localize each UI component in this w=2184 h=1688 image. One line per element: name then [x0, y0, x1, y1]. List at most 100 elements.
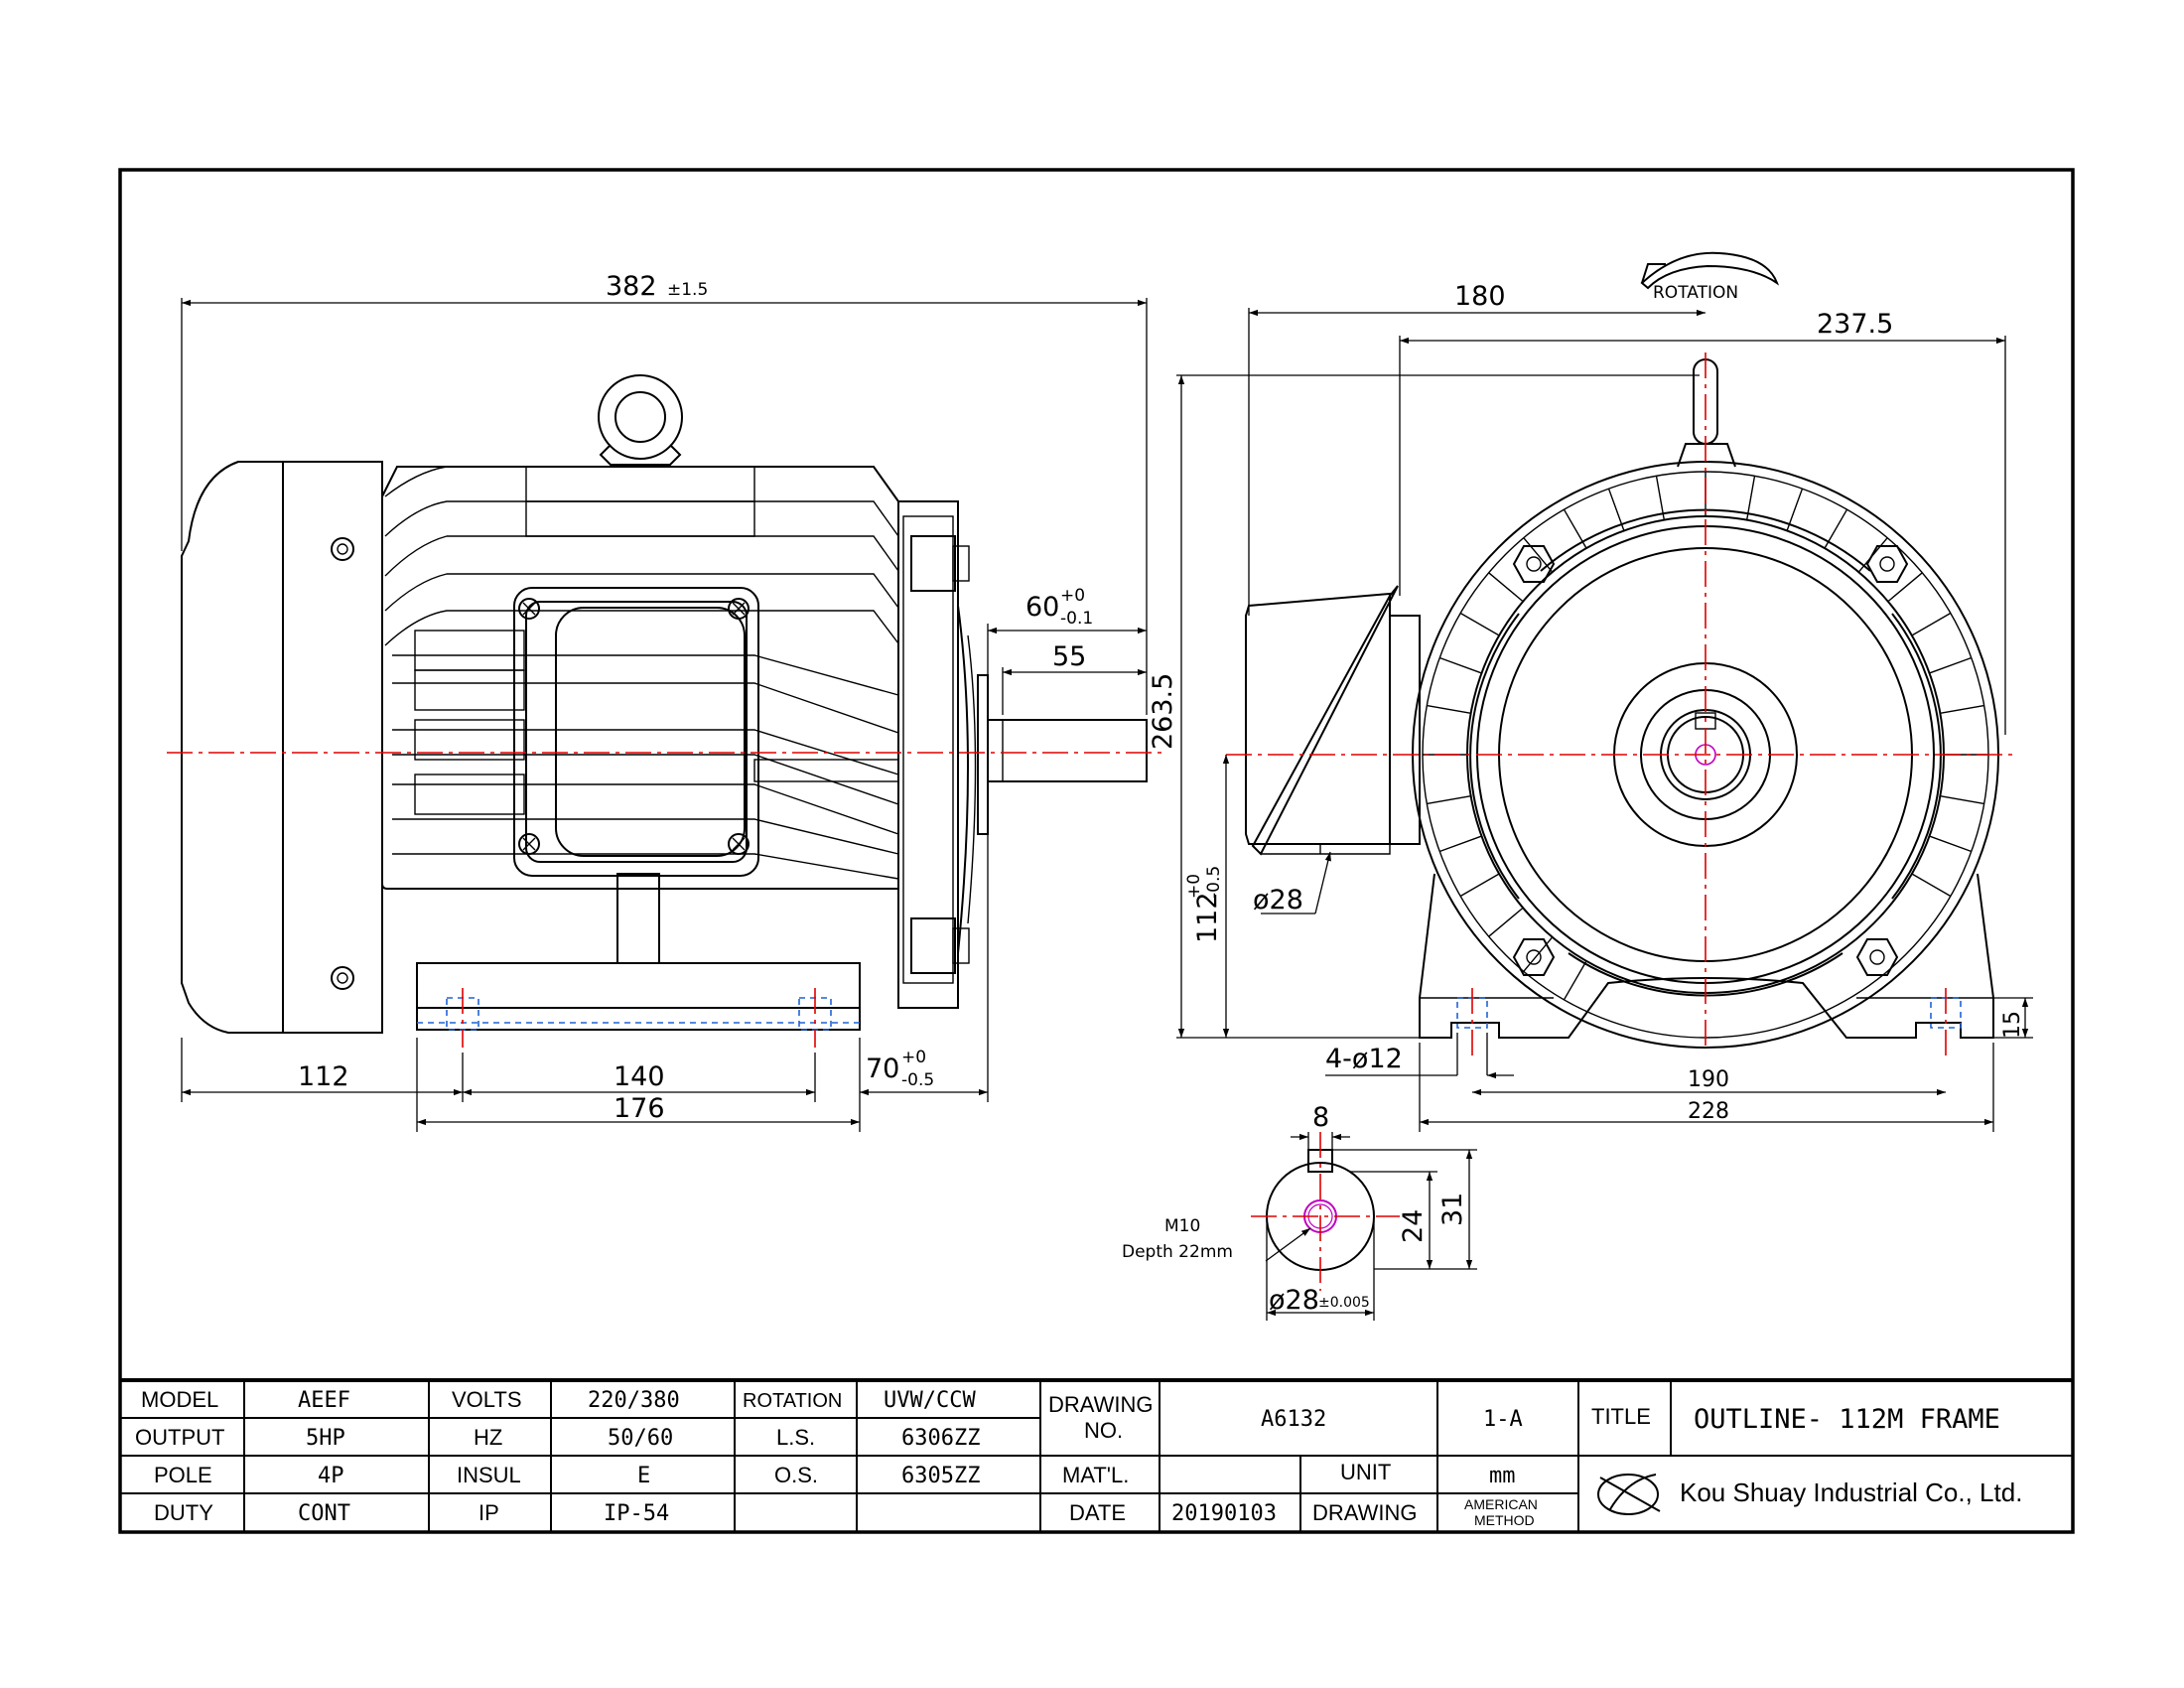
cooling-fin	[1523, 936, 1554, 972]
dim-shaft-height-tol-upper: +0	[1184, 874, 1204, 899]
cooling-fin	[1911, 612, 1952, 636]
dim-shaft-diameter: ø28	[1269, 1285, 1319, 1316]
terminal-box-screw-icon	[728, 598, 750, 620]
dim-conduit-diameter: ø28	[1253, 885, 1303, 915]
tb-volts-label: VOLTS	[452, 1387, 522, 1412]
cooling-fin	[1438, 835, 1482, 853]
dim-shaft-key: 55	[1052, 641, 1086, 672]
side-view	[167, 374, 1161, 1048]
cooling-fin	[1438, 656, 1482, 674]
tb-pole-label: POLE	[154, 1463, 212, 1487]
fan-cover-bolt-icon	[331, 966, 354, 990]
dim-key-width: 8	[1312, 1102, 1329, 1133]
dim-fan-end: 112	[298, 1061, 349, 1092]
fan-cover-bolt-icon	[331, 537, 354, 561]
cooling-fin	[1427, 704, 1471, 715]
rotation-arrow-icon	[1640, 251, 1780, 290]
tb-os-label: O.S.	[774, 1463, 818, 1487]
dim-key-depth: 24	[1398, 1209, 1429, 1243]
end-bolt-icon	[1865, 545, 1909, 583]
cooling-fin	[1488, 907, 1524, 937]
dim-shaft-height-tol-lower: -0.5	[1204, 866, 1224, 899]
sheet-border	[118, 168, 2075, 1534]
tb-title: OUTLINE- 112M FRAME	[1694, 1404, 2000, 1435]
dim-foot-hole-spacing: 190	[1688, 1067, 1729, 1092]
cooling-fin	[1427, 794, 1471, 805]
thread-depth: Depth 22mm	[1122, 1242, 1233, 1262]
tb-pole: 4P	[318, 1464, 344, 1488]
tb-company: Kou Shuay Industrial Co., Ltd.	[1680, 1477, 2022, 1507]
thread-size: M10	[1164, 1216, 1200, 1236]
dimension-labels: 382 ±1.5 60 +0 -0.1 55 263.5 112 +0 -0.5…	[298, 271, 2025, 1316]
dim-foot-width: 228	[1688, 1099, 1729, 1124]
tb-rotation: UVW/CCW	[884, 1388, 976, 1413]
dim-shaft-total-tol-upper: +0	[1060, 586, 1085, 606]
dim-overall-length: 382	[606, 271, 657, 302]
cooling-fin	[1488, 572, 1524, 603]
tb-volts: 220/380	[588, 1388, 680, 1413]
cooling-fin	[1929, 835, 1973, 853]
tb-ip: IP-54	[604, 1501, 669, 1526]
tb-drawing-no-label-2: NO.	[1084, 1418, 1123, 1443]
end-bolt-icon	[1512, 545, 1556, 583]
tb-output-label: OUTPUT	[135, 1425, 224, 1450]
end-view: ROTATION	[1226, 251, 2015, 1057]
dim-shaft-shoulder-tol-lower: -0.5	[901, 1070, 934, 1090]
tb-ip-label: IP	[478, 1500, 499, 1525]
rotation-label: ROTATION	[1653, 283, 1738, 303]
tb-material-label: MAT'L.	[1062, 1463, 1129, 1487]
end-bolt-icon	[1855, 938, 1899, 976]
title-block: MODEL AEEF VOLTS 220/380 ROTATION UVW/CC…	[120, 1378, 2073, 1532]
dimension-lines	[181, 298, 2033, 1321]
tb-duty: CONT	[298, 1501, 350, 1526]
company-logo-icon	[1597, 1474, 1661, 1515]
cooling-fin	[1911, 873, 1952, 898]
dim-foot-spacing: 140	[614, 1061, 665, 1092]
dim-terminal-box-offset: 180	[1454, 281, 1506, 312]
shaft-section-view	[1251, 1132, 1400, 1291]
dim-total-height: 263.5	[1148, 673, 1178, 750]
dim-terminal-box-width: 237.5	[1817, 309, 1893, 340]
cooling-fin	[1887, 572, 1923, 603]
lifting-eye-bolt-icon	[598, 374, 683, 466]
dim-shaft-height: 112	[1192, 892, 1223, 943]
cooling-fin	[1929, 656, 1973, 674]
dim-shaft-key-height: 31	[1437, 1193, 1468, 1226]
cooling-fin	[1940, 704, 1984, 715]
tb-os: 6305ZZ	[901, 1464, 980, 1488]
tb-date-label: DATE	[1069, 1500, 1126, 1525]
tb-date: 20190103	[1171, 1501, 1277, 1526]
tb-unit: mm	[1489, 1464, 1516, 1488]
tb-method-2: METHOD	[1474, 1512, 1535, 1528]
terminal-box-screw-icon	[518, 833, 540, 855]
dim-shaft-shoulder: 70	[866, 1054, 899, 1084]
cooling-fin	[1563, 960, 1587, 1001]
terminal-box-screw-icon	[518, 598, 540, 620]
dim-shaft-total: 60	[1025, 592, 1059, 623]
tb-ls: 6306ZZ	[901, 1426, 980, 1451]
dim-shaft-diameter-tol: ±0.005	[1318, 1295, 1370, 1311]
cooling-fin	[1940, 794, 1984, 805]
tb-drawing-no: A6132	[1261, 1407, 1326, 1432]
tb-duty-label: DUTY	[154, 1500, 213, 1525]
tb-hz: 50/60	[608, 1426, 673, 1451]
tb-insul-label: INSUL	[457, 1463, 521, 1487]
tb-model-label: MODEL	[141, 1387, 218, 1412]
cooling-fin	[1459, 873, 1500, 898]
dim-foot-length: 176	[614, 1093, 665, 1124]
tb-title-label: TITLE	[1591, 1404, 1651, 1429]
tb-rotation-label: ROTATION	[743, 1390, 842, 1412]
dim-overall-length-tol: ±1.5	[667, 280, 708, 300]
tb-model: AEEF	[298, 1388, 350, 1413]
tb-unit-label: UNIT	[1340, 1460, 1391, 1484]
dim-shaft-shoulder-tol-upper: +0	[901, 1048, 926, 1067]
tb-output: 5HP	[306, 1426, 345, 1451]
dim-mount-holes: 4-ø12	[1325, 1044, 1403, 1074]
tb-ls-label: L.S.	[776, 1425, 815, 1450]
tb-drawing-no-label-1: DRAWING	[1048, 1392, 1154, 1417]
dim-shaft-total-tol-lower: -0.1	[1060, 609, 1093, 629]
tb-insul: E	[637, 1464, 650, 1488]
terminal-box-screw-icon	[728, 833, 750, 855]
end-bolt-icon	[1512, 938, 1556, 976]
